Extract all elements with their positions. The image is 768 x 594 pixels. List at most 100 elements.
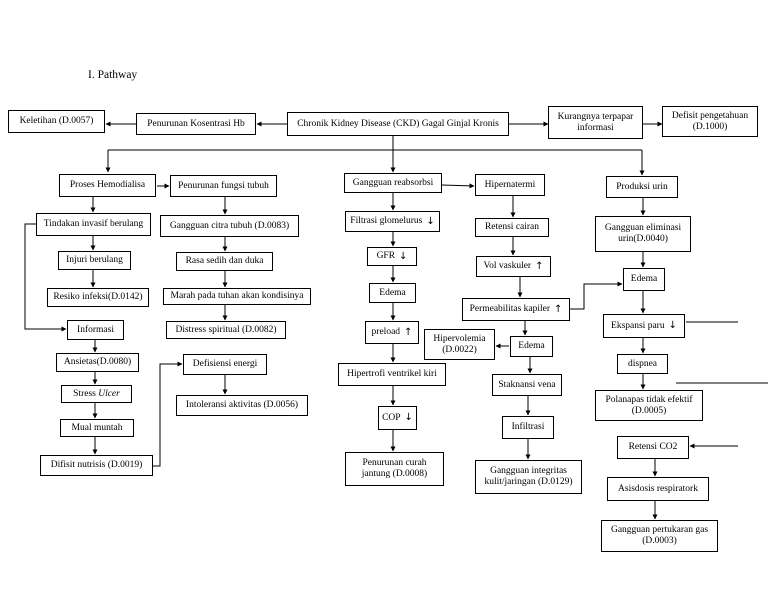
node-distress-spiritual: Distress spiritual (D.0082) bbox=[166, 321, 286, 339]
node-label: Kurangnya terpapar informasi bbox=[557, 111, 634, 133]
node-produksi-urin: Produksi urin bbox=[606, 176, 678, 198]
node-polanapas: Polanapas tidak efektif (D.0005) bbox=[595, 390, 703, 421]
node-label: Marah pada tuhan akan kondisinya bbox=[170, 291, 304, 301]
node-tindakan-invasif: Tindakan invasif berulang bbox=[36, 213, 151, 236]
node-label: Rasa sedih dan duka bbox=[185, 256, 264, 266]
node-label: Gangguan integritas kulit/jaringan (D.01… bbox=[484, 466, 573, 487]
node-keletihan: Keletihan (D.0057) bbox=[8, 110, 105, 133]
node-cop: COP↓ bbox=[378, 406, 417, 430]
node-label: Penurunan Kosentrasi Hb bbox=[147, 118, 245, 129]
node-label: Edema bbox=[518, 341, 545, 351]
node-label: Injuri berulang bbox=[66, 255, 123, 265]
node-label: GFR bbox=[376, 251, 396, 261]
node-preload: preload↑ bbox=[365, 321, 419, 344]
page-title: I. Pathway bbox=[88, 69, 138, 81]
node-mual-muntah: Mual muntah bbox=[60, 419, 134, 437]
node-defisit-pengetahuan: Defisit pengetahuan (D.1000) bbox=[662, 106, 758, 137]
node-label: Produksi urin bbox=[616, 181, 668, 192]
node-edema-lower: Edema bbox=[510, 336, 553, 357]
node-label: Vol vaskuler bbox=[483, 261, 532, 271]
node-marah: Marah pada tuhan akan kondisinya bbox=[163, 288, 311, 305]
node-label: Informasi bbox=[77, 324, 114, 335]
node-label: Retensi CO2 bbox=[628, 442, 678, 452]
node-label: Permeabilitas kapiler bbox=[469, 304, 551, 314]
node-label: Ansietas(D.0080) bbox=[63, 357, 132, 367]
node-ckd: Chronik Kidney Disease (CKD) Gagal Ginja… bbox=[287, 112, 509, 136]
node-label: Ekspansi paru bbox=[611, 320, 665, 331]
node-gangguan-eliminasi: Gangguan eliminasi urin(D.0040) bbox=[595, 216, 691, 252]
node-rasa-sedih: Rasa sedih dan duka bbox=[176, 252, 273, 271]
node-gfr: GFR↓ bbox=[367, 247, 417, 266]
node-difisit-nutrisis: Difisit nutrisis (D.0019) bbox=[40, 455, 153, 476]
node-gangguan-integritas: Gangguan integritas kulit/jaringan (D.01… bbox=[475, 460, 582, 494]
node-label: Intoleransi aktivitas (D.0056) bbox=[185, 400, 299, 410]
node-label: Polanapas tidak efektif (D.0005) bbox=[605, 394, 693, 416]
node-label: Edema bbox=[630, 274, 658, 284]
connector bbox=[441, 183, 475, 189]
node-label: Chronik Kidney Disease (CKD) Gagal Ginja… bbox=[297, 118, 499, 129]
node-ansietas: Ansietas(D.0080) bbox=[56, 353, 139, 372]
node-kurangnya-informasi: Kurangnya terpapar informasi bbox=[548, 106, 643, 139]
node-gangguan-pertukaran: Gangguan pertukaran gas (D.0003) bbox=[601, 520, 718, 552]
node-dispnea: dispnea bbox=[617, 354, 668, 374]
node-label-italic: Ulcer bbox=[98, 388, 120, 399]
node-penurunan-curah: Penurunan curah jantung (D.0008) bbox=[345, 452, 444, 486]
increase-arrow-icon: ↑ bbox=[554, 303, 563, 315]
node-label: Penurunan fungsi tubuh bbox=[178, 180, 269, 191]
node-informasi: Informasi bbox=[67, 320, 124, 340]
node-label: Gangguan pertukaran gas (D.0003) bbox=[610, 525, 709, 546]
node-label: Hipervolemia (D.0022) bbox=[433, 333, 486, 355]
node-gangguan-reabsorbsi: Gangguan reabsorbsi bbox=[344, 173, 442, 193]
node-asisdosis: Asisdosis respiratork bbox=[607, 477, 709, 501]
node-label: Filtrasi glomelurus bbox=[350, 216, 423, 226]
node-edema-right: Edema bbox=[623, 268, 665, 291]
node-label: Hipernatermi bbox=[484, 179, 536, 190]
node-filtrasi-glomelurus: Filtrasi glomelurus↓ bbox=[345, 211, 440, 232]
node-penurunan-fungsi: Penurunan fungsi tubuh bbox=[170, 175, 277, 197]
node-label: preload bbox=[371, 327, 401, 337]
node-permeabilitas-kapiler: Permeabilitas kapiler↑ bbox=[462, 298, 570, 321]
node-label: Retensi cairan bbox=[484, 222, 540, 232]
node-label: Distress spiritual (D.0082) bbox=[175, 324, 277, 335]
node-edema-mid: Edema bbox=[369, 283, 416, 303]
node-label: Hipertrofi ventrikel kiri bbox=[347, 369, 437, 379]
node-label: Gangguan eliminasi urin(D.0040) bbox=[604, 223, 682, 244]
node-proses-hemodialisa: Proses Hemodialisa bbox=[59, 174, 156, 197]
node-label: Infiltrasi bbox=[511, 422, 545, 432]
decrease-arrow-icon: ↓ bbox=[426, 215, 435, 227]
node-vol-vaskuler: Vol vaskuler↑ bbox=[476, 256, 551, 277]
node-label: dispnea bbox=[627, 358, 658, 369]
node-label: Edema bbox=[379, 287, 406, 298]
node-gangguan-citra: Gangguan citra tubuh (D.0083) bbox=[160, 215, 299, 237]
node-label: Defisit pengetahuan (D.1000) bbox=[671, 110, 749, 132]
node-retensi-co2: Retensi CO2 bbox=[617, 436, 689, 459]
connector bbox=[570, 281, 623, 310]
node-label: Mual muntah bbox=[71, 422, 123, 433]
node-infiltrasi: Infiltrasi bbox=[502, 416, 554, 439]
node-hipernatermi: Hipernatermi bbox=[475, 174, 545, 196]
node-label: Keletihan (D.0057) bbox=[19, 116, 94, 126]
increase-arrow-icon: ↑ bbox=[535, 260, 544, 272]
node-stress-ulcer: Stress Ulcer bbox=[61, 385, 132, 403]
node-label: COP bbox=[382, 412, 401, 423]
node-defisiensi-energi: Defisiensi energi bbox=[183, 354, 267, 375]
node-label: Stress bbox=[73, 388, 96, 399]
node-retensi-cairan: Retensi cairan bbox=[475, 218, 549, 237]
node-label: Penurunan curah jantung (D.0008) bbox=[361, 458, 428, 479]
decrease-arrow-icon: ↓ bbox=[668, 320, 677, 331]
node-label: Defisiensi energi bbox=[192, 359, 258, 369]
node-label: Resiko infeksi(D.0142) bbox=[53, 292, 143, 302]
node-injuri-berulang: Injuri berulang bbox=[58, 251, 131, 270]
node-label: Difisit nutrisis (D.0019) bbox=[50, 460, 143, 470]
node-penurunan-hb: Penurunan Kosentrasi Hb bbox=[136, 113, 256, 135]
connector bbox=[153, 361, 183, 467]
node-stagnansi-vena: Staknansi vena bbox=[492, 374, 562, 396]
node-ekspansi-paru: Ekspansi paru↓ bbox=[603, 314, 685, 338]
node-label: Proses Hemodialisa bbox=[69, 180, 146, 190]
connector bbox=[24, 223, 67, 332]
node-resiko-infeksi: Resiko infeksi(D.0142) bbox=[47, 288, 149, 307]
node-intoleransi-aktivitas: Intoleransi aktivitas (D.0056) bbox=[176, 395, 308, 416]
node-label: Tindakan invasif berulang bbox=[43, 219, 144, 229]
node-hipertrofi: Hipertrofi ventrikel kiri bbox=[338, 363, 446, 386]
decrease-arrow-icon: ↓ bbox=[399, 250, 408, 262]
